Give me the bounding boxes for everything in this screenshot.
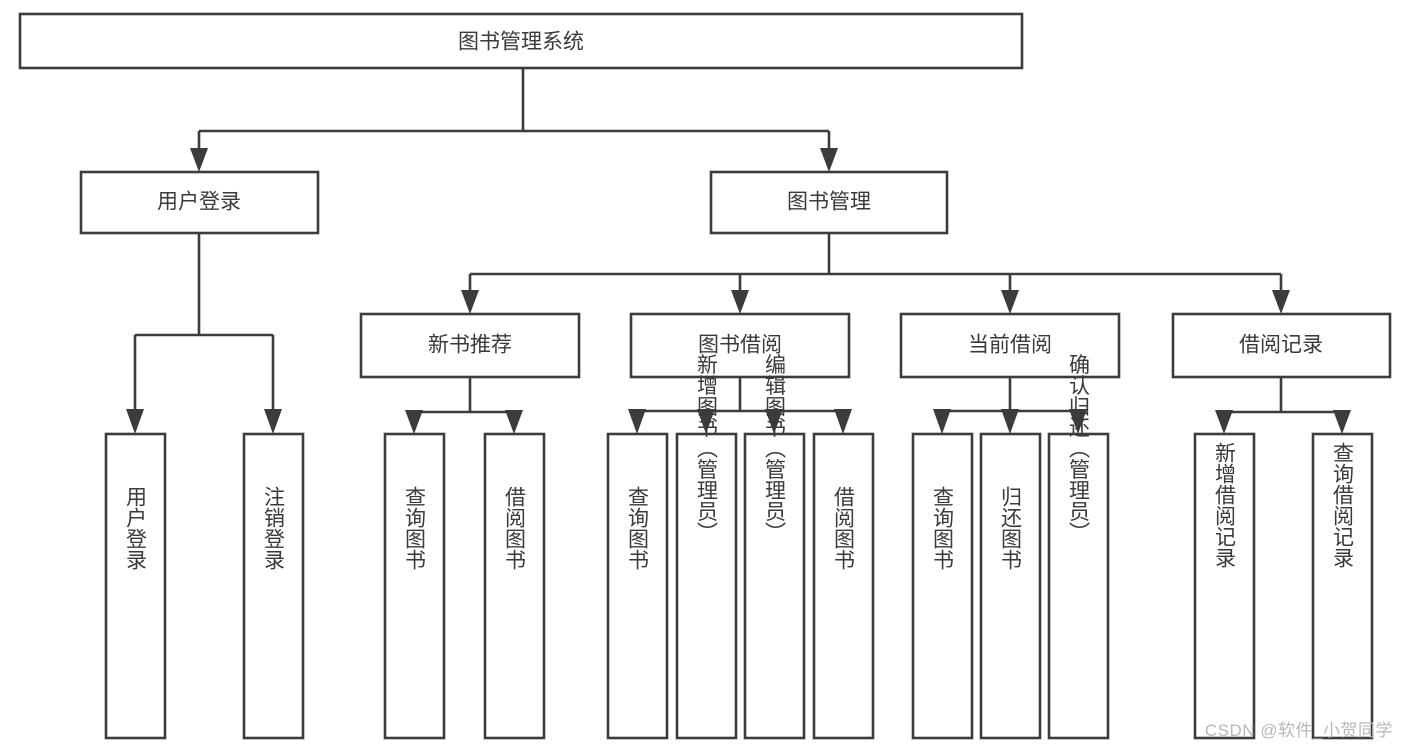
leaf-book-borrow-add[interactable]: 新增图书（管理员）	[675, 354, 738, 740]
leaf-book-borrow-query-box[interactable]	[606, 432, 669, 740]
arrow-leaf-current-borrow-3	[1069, 409, 1087, 434]
leaf-borrow-record-query-label: 查询借阅记录	[1331, 442, 1355, 568]
leaf-book-borrow-borrow-label: 借阅图书	[832, 486, 856, 570]
leaf-book-borrow-add-box[interactable]	[675, 432, 738, 740]
leaf-user-login-login-label: 用户登录	[124, 486, 148, 570]
leaf-current-borrow-return-label: 归还图书	[999, 486, 1023, 570]
node-root-box[interactable]	[18, 12, 1024, 70]
node-book-management-label: 图书管理	[787, 191, 871, 214]
leaf-new-book-query-label: 查询图书	[403, 486, 427, 570]
arrow-leaf-borrow-record-1	[1215, 410, 1233, 434]
node-book-borrow[interactable]: 图书借阅	[629, 312, 851, 379]
arrow-leaf-current-borrow-1	[933, 409, 951, 434]
node-new-book-recommend-label: 新书推荐	[428, 334, 512, 357]
arrow-to-book-manage	[820, 148, 838, 172]
arrow-leaf-user-login-1	[126, 409, 144, 434]
arrow-leaf-book-borrow-1	[628, 409, 646, 434]
leaf-new-book-borrow-label: 借阅图书	[503, 486, 527, 570]
leaf-book-borrow-edit[interactable]: 编辑图书（管理员）	[743, 354, 806, 740]
leaf-new-book-query-box[interactable]	[383, 432, 446, 740]
node-user-login-label: 用户登录	[157, 191, 241, 214]
node-current-borrow-box[interactable]	[899, 312, 1121, 379]
leaf-new-book-borrow-box[interactable]	[483, 432, 546, 740]
leaf-current-borrow-confirm-label: 确认归还（管理员）	[1067, 354, 1091, 543]
arrow-leaf-book-borrow-3	[765, 409, 783, 434]
node-new-book-recommend-box[interactable]	[359, 312, 581, 379]
leaf-user-login-login[interactable]: 用户登录	[104, 432, 167, 740]
arrow-to-borrow-record	[1272, 290, 1290, 314]
leaf-current-borrow-return-box[interactable]	[979, 432, 1042, 740]
leaf-user-login-login-box[interactable]	[104, 432, 167, 740]
arrow-leaf-book-borrow-4	[834, 409, 852, 434]
connector-layer	[126, 68, 1351, 434]
watermark: CSDN @软件_小贺同学	[1204, 721, 1393, 740]
arrow-leaf-new-book-1	[405, 410, 423, 434]
leaf-current-borrow-query-label: 查询图书	[931, 486, 955, 570]
node-book-borrow-box[interactable]	[629, 312, 851, 379]
leaf-book-borrow-add-label: 新增图书（管理员）	[695, 354, 719, 543]
leaf-new-book-borrow[interactable]: 借阅图书	[483, 432, 546, 740]
leaf-book-borrow-borrow[interactable]: 借阅图书	[812, 432, 875, 740]
leaf-current-borrow-return[interactable]: 归还图书	[979, 432, 1042, 740]
node-current-borrow-label: 当前借阅	[968, 334, 1052, 357]
node-new-book-recommend[interactable]: 新书推荐	[359, 312, 581, 379]
arrow-to-book-borrow	[731, 290, 749, 314]
leaf-book-borrow-edit-label: 编辑图书（管理员）	[763, 354, 787, 543]
leaf-book-borrow-borrow-box[interactable]	[812, 432, 875, 740]
node-user-login[interactable]: 用户登录	[79, 170, 320, 235]
arrow-leaf-current-borrow-2	[1001, 409, 1019, 434]
arrow-to-user-login	[190, 148, 208, 172]
arrow-to-current-borrow	[1001, 290, 1019, 314]
node-root-book-management-system[interactable]: 图书管理系统	[18, 12, 1024, 70]
node-book-management-box[interactable]	[709, 170, 949, 235]
leaf-book-borrow-query-label: 查询图书	[626, 486, 650, 570]
leaf-borrow-record-add[interactable]: 新增借阅记录	[1193, 432, 1256, 740]
node-borrow-record[interactable]: 借阅记录	[1171, 312, 1392, 379]
leaf-borrow-record-add-label: 新增借阅记录	[1213, 442, 1237, 568]
leaf-book-borrow-edit-box[interactable]	[743, 432, 806, 740]
leaf-user-login-logout-box[interactable]	[242, 432, 305, 740]
leaf-borrow-record-add-box[interactable]	[1193, 432, 1256, 740]
arrow-leaf-book-borrow-2	[697, 409, 715, 434]
arrow-leaf-new-book-2	[505, 410, 523, 434]
arrow-to-new-book-recommend	[461, 290, 479, 314]
leaf-current-borrow-query[interactable]: 查询图书	[911, 432, 974, 740]
node-current-borrow[interactable]: 当前借阅	[899, 312, 1121, 379]
leaf-current-borrow-confirm-box[interactable]	[1047, 432, 1110, 740]
leaf-user-login-logout[interactable]: 注销登录	[242, 432, 305, 740]
arrow-leaf-borrow-record-2	[1333, 410, 1351, 434]
leaf-user-login-logout-label: 注销登录	[262, 486, 286, 570]
leaf-borrow-record-query[interactable]: 查询借阅记录	[1311, 432, 1374, 740]
node-root-label: 图书管理系统	[458, 31, 584, 54]
arrow-leaf-user-login-2	[264, 409, 282, 434]
leaf-book-borrow-query[interactable]: 查询图书	[606, 432, 669, 740]
leaf-new-book-query[interactable]: 查询图书	[383, 432, 446, 740]
leaf-borrow-record-query-box[interactable]	[1311, 432, 1374, 740]
node-user-login-box[interactable]	[79, 170, 320, 235]
node-book-borrow-label: 图书借阅	[698, 334, 782, 357]
leaf-current-borrow-query-box[interactable]	[911, 432, 974, 740]
node-book-management[interactable]: 图书管理	[709, 170, 949, 235]
leaf-current-borrow-confirm[interactable]: 确认归还（管理员）	[1047, 354, 1110, 740]
node-borrow-record-box[interactable]	[1171, 312, 1392, 379]
node-borrow-record-label: 借阅记录	[1239, 334, 1323, 357]
